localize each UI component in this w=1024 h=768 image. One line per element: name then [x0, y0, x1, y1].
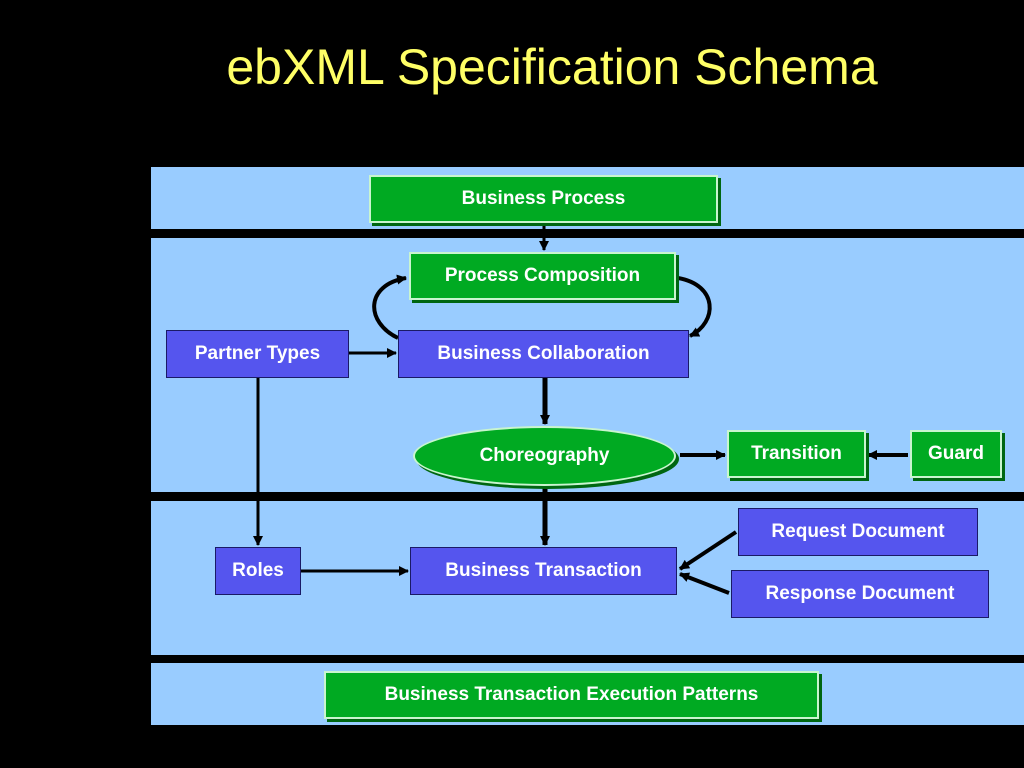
node-business-process[interactable]: Business Process	[369, 175, 718, 223]
node-choreography[interactable]: Choreography	[413, 426, 676, 486]
node-transition[interactable]: Transition	[727, 430, 866, 478]
page-title: ebXML Specification Schema	[226, 39, 878, 95]
node-partner-types[interactable]: Partner Types	[166, 330, 349, 378]
arrow-response-to-transaction	[679, 572, 730, 595]
arrow-collaboration-to-composition	[372, 274, 407, 340]
node-request-document[interactable]: Request Document	[738, 508, 978, 556]
node-roles[interactable]: Roles	[215, 547, 301, 595]
node-guard[interactable]: Guard	[910, 430, 1002, 478]
arrow-request-to-transaction	[678, 530, 738, 571]
node-process-composition[interactable]: Process Composition	[409, 252, 676, 300]
arrow-composition-to-collaboration	[677, 276, 712, 338]
node-business-transaction[interactable]: Business Transaction	[410, 547, 677, 595]
node-response-document[interactable]: Response Document	[731, 570, 989, 618]
node-business-collaboration[interactable]: Business Collaboration	[398, 330, 689, 378]
node-execution-patterns[interactable]: Business Transaction Execution Patterns	[324, 671, 819, 719]
